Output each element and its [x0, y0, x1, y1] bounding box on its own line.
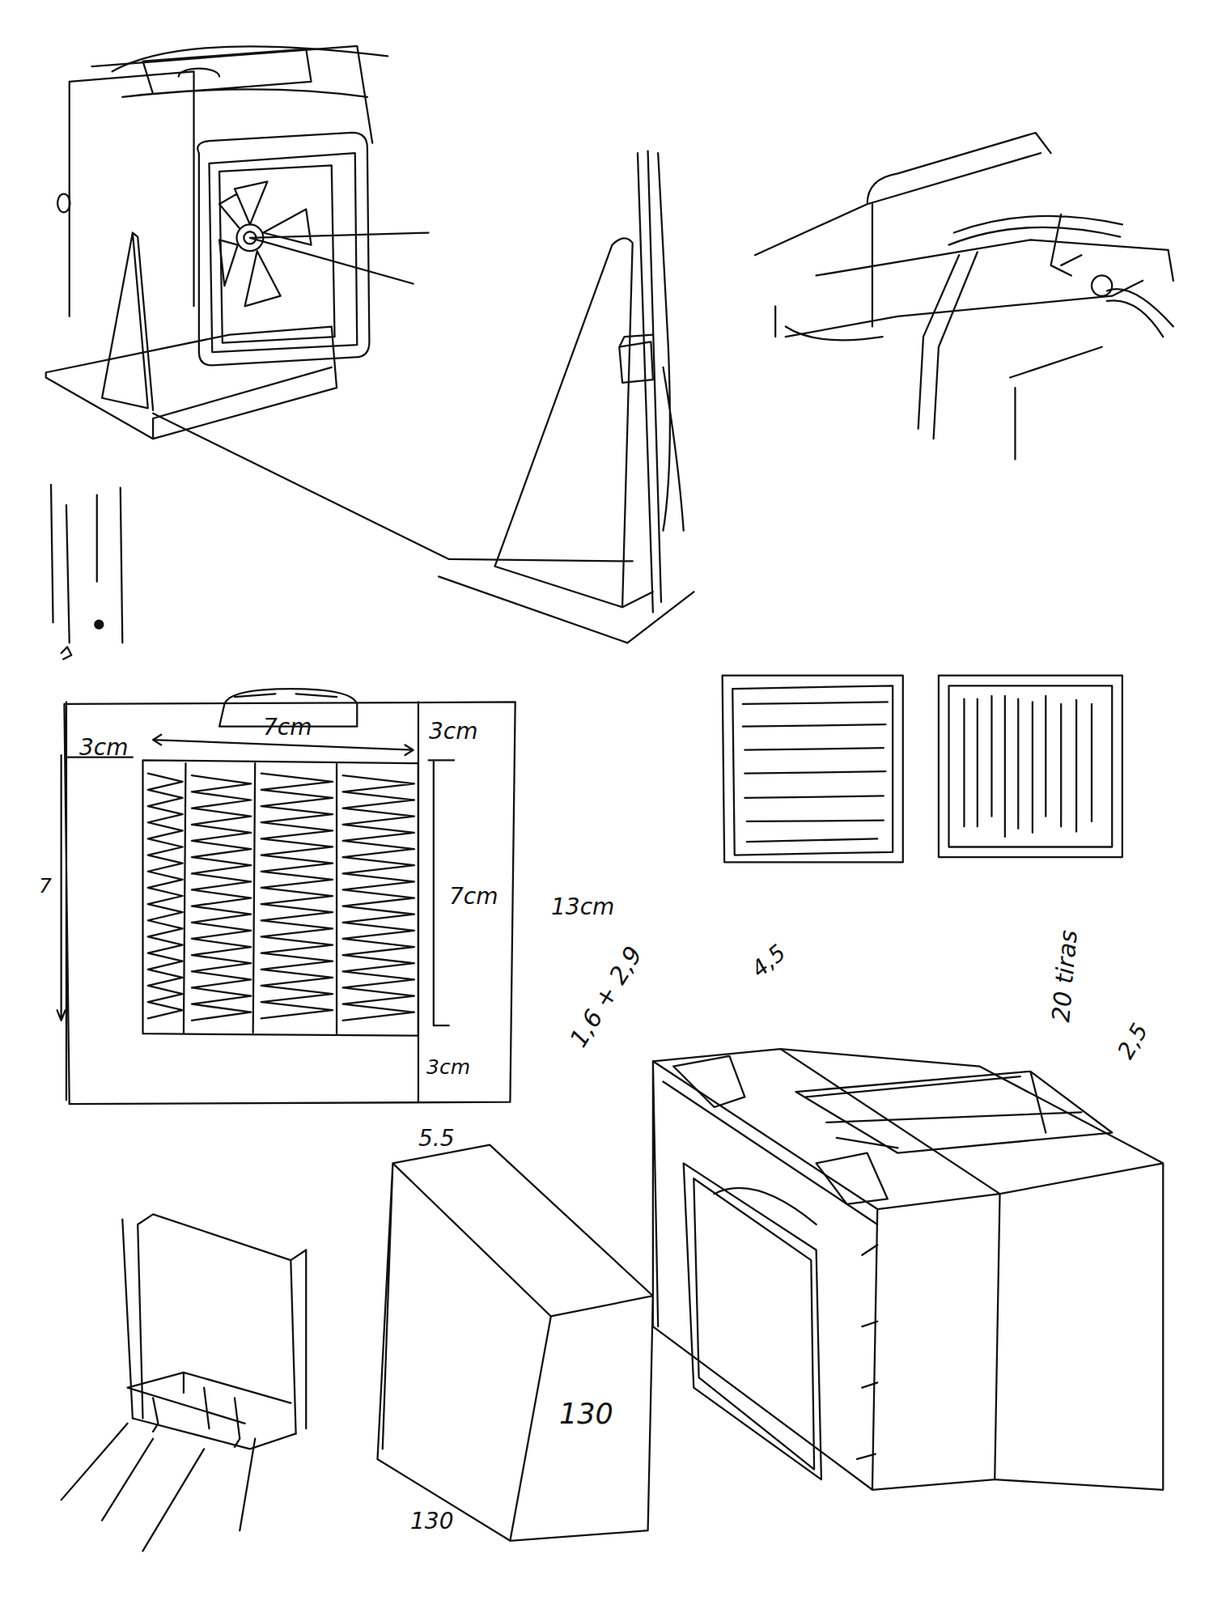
- loose-strokes: [50, 484, 123, 660]
- dimension-label: 20 tiras: [1048, 929, 1082, 1023]
- strap-sketch: [755, 132, 1174, 459]
- heater-sketch: [46, 46, 633, 562]
- dimension-label: 3cm: [79, 736, 128, 760]
- grille-options: [722, 675, 1123, 863]
- dimension-label: 4,5: [747, 941, 790, 982]
- dimension-label: 1,6 + 2,9: [565, 942, 646, 1052]
- dimension-label: 2,5: [1114, 1019, 1153, 1063]
- heater-box-sketch: [653, 1048, 1163, 1490]
- dimension-label: 130: [410, 1510, 454, 1533]
- dimension-label: 3cm: [428, 720, 478, 743]
- dimension-label: 3cm: [426, 1056, 471, 1078]
- dimension-label: 13cm: [551, 895, 615, 919]
- grille-dimension-drawing: [57, 688, 516, 1104]
- dimension-label: 130: [559, 1399, 614, 1429]
- block-sketch: [377, 1145, 653, 1541]
- dimension-label: 7cm: [449, 885, 498, 908]
- dimension-label: 5.5: [418, 1127, 455, 1150]
- dimension-label: 7: [38, 875, 52, 896]
- open-box-sketch: [61, 1213, 307, 1551]
- stand-sketch: [438, 151, 694, 644]
- dimension-label: 7cm: [263, 716, 312, 739]
